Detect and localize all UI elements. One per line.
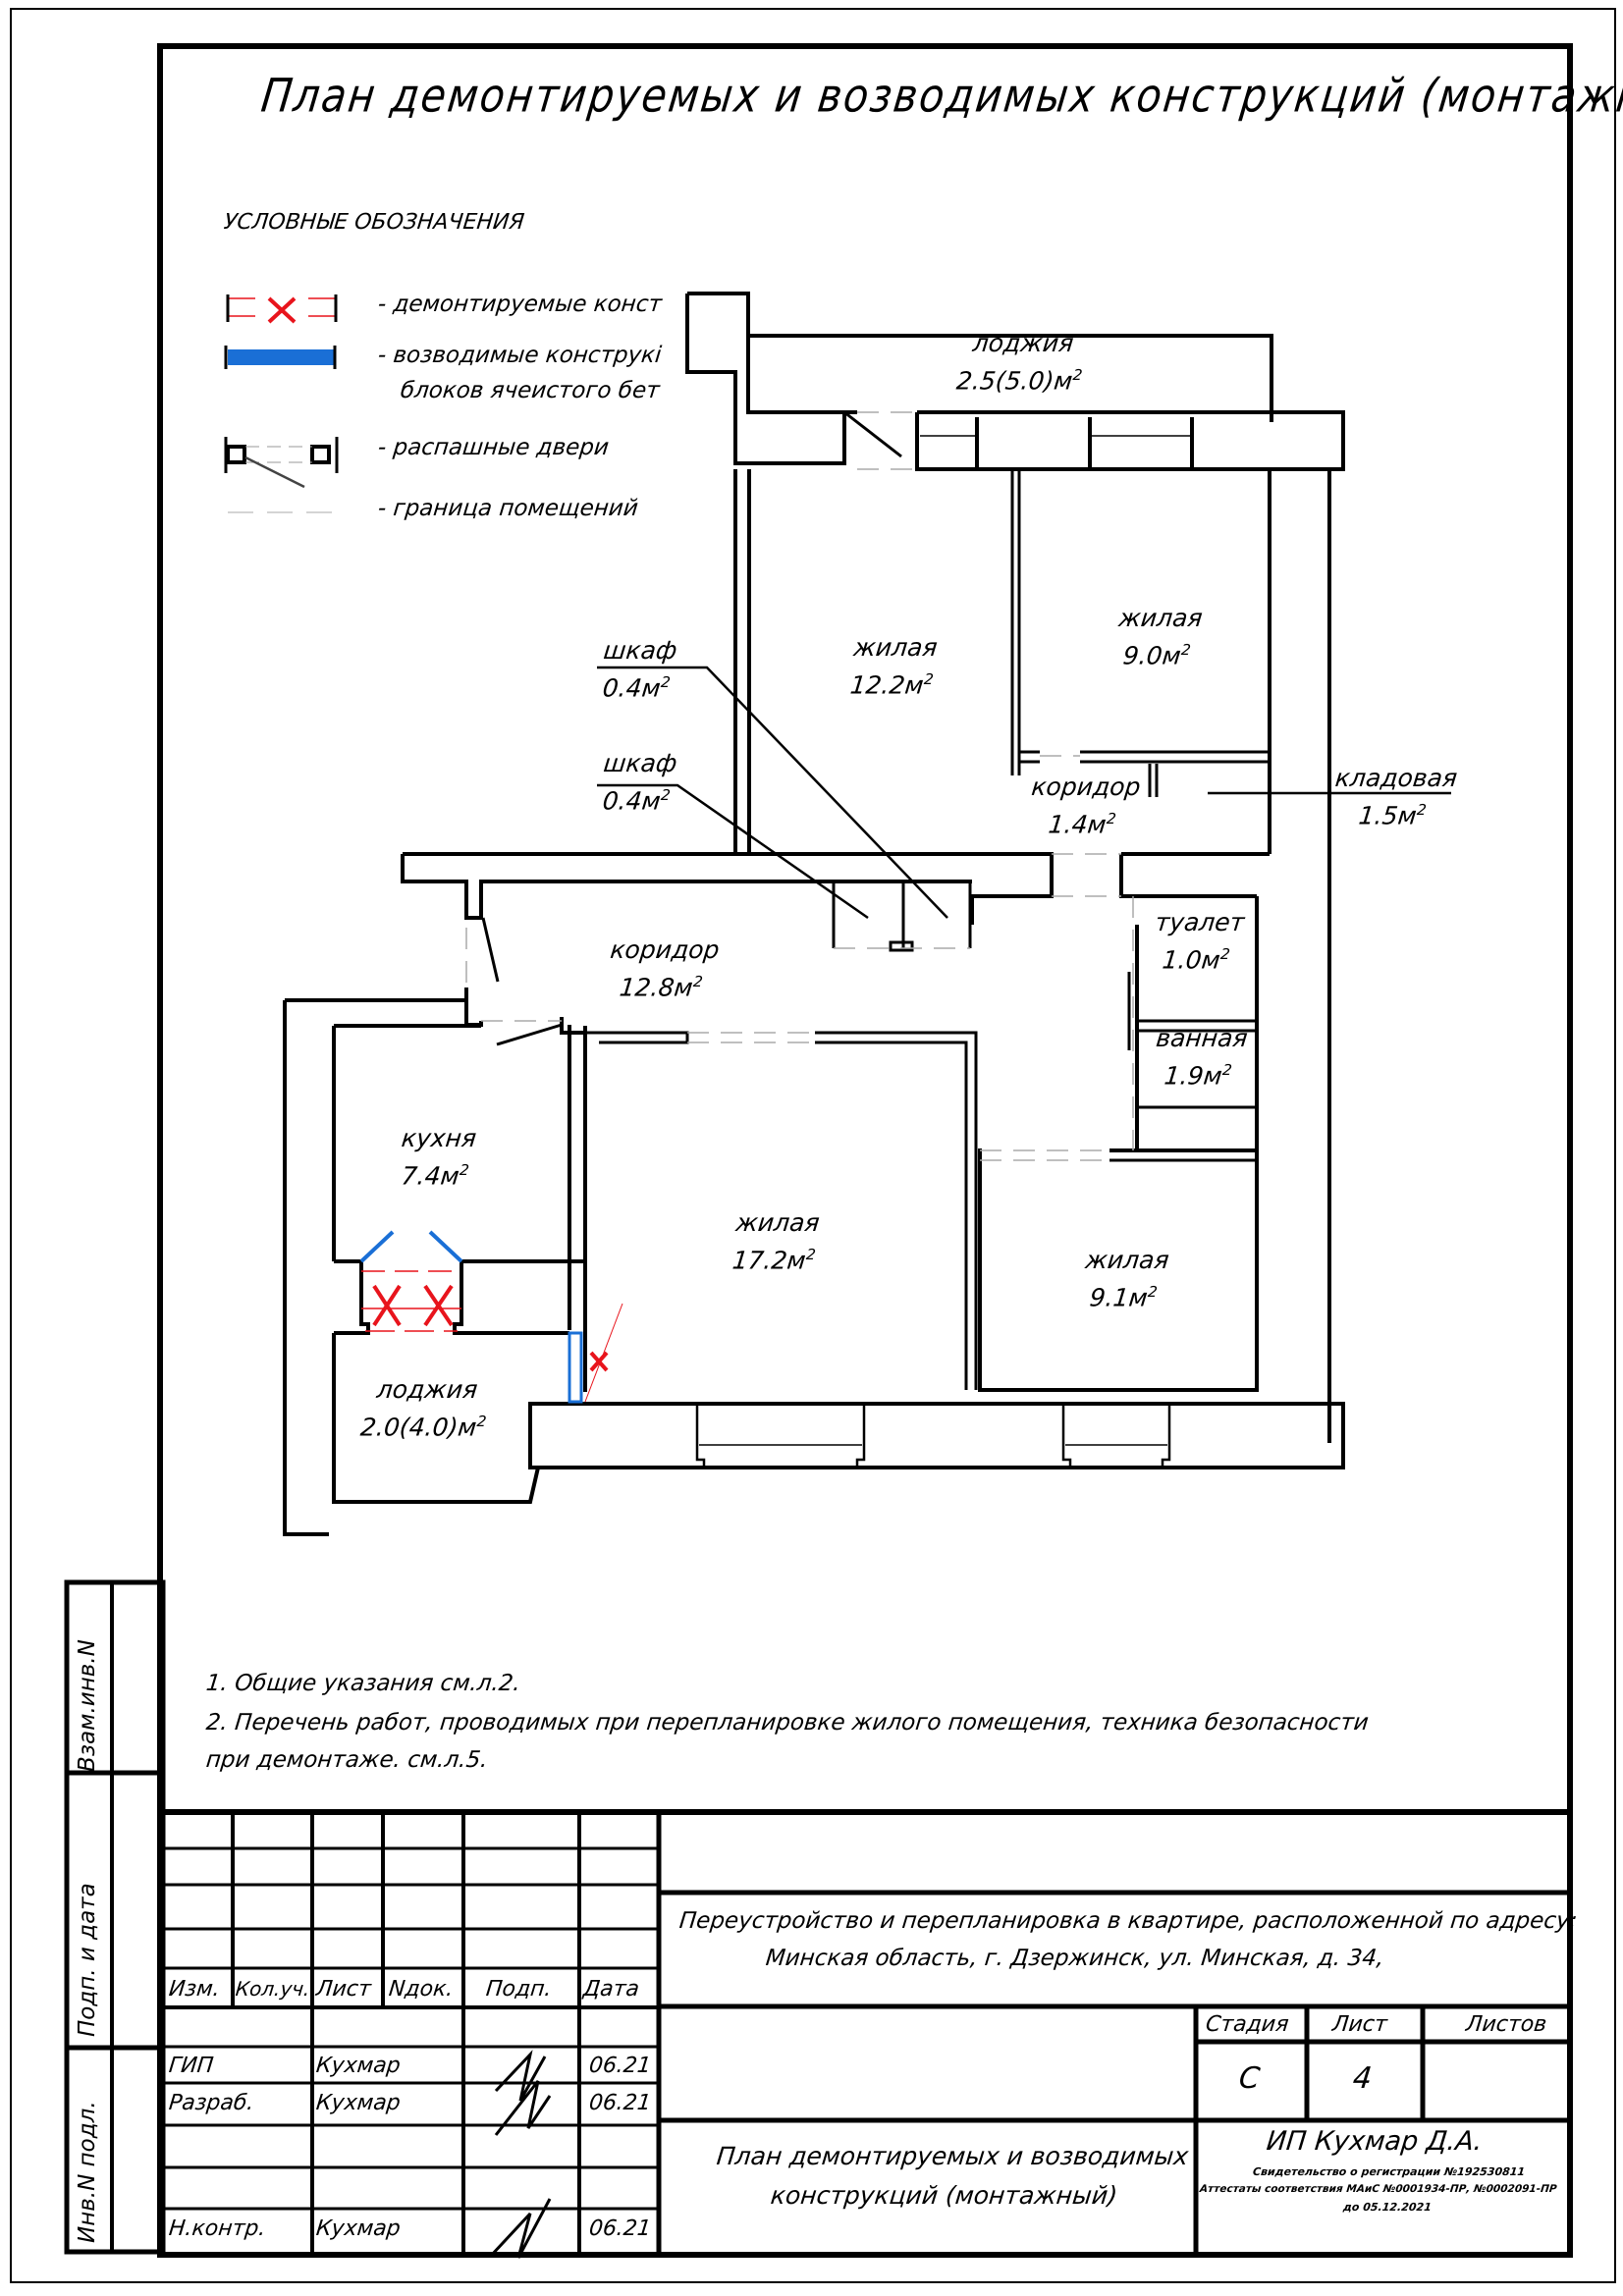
tb-cert-attestation: Аттестаты соответствия МАиС №0001934-ПР,…	[1199, 2183, 1558, 2195]
tb-header-date: Дата	[581, 1977, 641, 2002]
tb-role-nkontr: Н.контр.	[167, 2216, 267, 2241]
tb-role-razrab: Разраб.	[167, 2091, 255, 2115]
tb-sheet-value: 4	[1351, 2061, 1374, 2096]
tb-role-gip: ГИП	[167, 2054, 215, 2078]
tb-company: ИП Кухмар Д.А.	[1265, 2126, 1485, 2157]
door-swings	[481, 410, 902, 1046]
leader-lines	[597, 666, 1451, 920]
new-wall-icon	[224, 346, 337, 369]
tb-header-izm: Изм.	[167, 1977, 222, 2002]
tb-drawing-title-2: конструкций (монтажный)	[769, 2181, 1119, 2210]
walls	[283, 292, 1345, 1536]
tb-stage-label: Стадия	[1204, 2012, 1290, 2037]
tb-name-razrab: Кухмар	[314, 2091, 403, 2115]
stamp-sign-date: Подп. и дата	[75, 1883, 100, 2037]
tb-header-podp: Подп.	[484, 1977, 553, 2002]
stamp-inv-original: Инв.N подл.	[75, 2101, 100, 2243]
demolished-wall-icon	[226, 294, 338, 324]
tb-drawing-title-1: План демонтируемых и возводимых	[715, 2142, 1190, 2170]
tb-project-line1: Переустройство и перепланировка в кварти…	[677, 1908, 1579, 1934]
tb-name-nkontr: Кухмар	[314, 2216, 403, 2241]
note-2: 2. Перечень работ, проводимых при перепл…	[204, 1710, 1371, 1735]
tb-name-gip: Кухмар	[314, 2054, 403, 2078]
new-walls	[359, 1230, 583, 1404]
signature-marks	[489, 2050, 552, 2259]
tb-date-gip: 06.21	[587, 2054, 653, 2078]
tb-date-nkontr: 06.21	[587, 2216, 653, 2241]
tb-cert-registration: Свидетельство о регистрации №192530811	[1252, 2165, 1526, 2178]
legend-item-new: - возводимые конструкі	[376, 343, 663, 368]
tb-header-ndok: Nдок.	[387, 1977, 455, 2002]
tb-sheets-label: Листов	[1464, 2012, 1548, 2037]
title-block-grid	[64, 1579, 1567, 2255]
legend-item-door: - распашные двери	[376, 435, 611, 460]
tb-header-kol: Кол.уч.	[234, 1977, 311, 2001]
tb-stage-value: С	[1237, 2061, 1262, 2096]
tb-date-razrab: 06.21	[587, 2091, 653, 2115]
legend-item-demolished: - демонтируемые конст	[376, 292, 664, 317]
note-2-cont: при демонтаже. см.л.5.	[204, 1747, 490, 1773]
stamp-replace-inv: Взам.инв.N	[75, 1639, 100, 1772]
swing-door-icon	[224, 437, 339, 489]
tb-project-line2: Минская область, г. Дзержинск, ул. Минск…	[764, 1946, 1385, 1971]
tb-cert-valid-until: до 05.12.2021	[1342, 2201, 1433, 2214]
sheet-outer-border	[10, 8, 1616, 2283]
note-1: 1. Общие указания см.л.2.	[204, 1671, 522, 1696]
tb-sheet-label: Лист	[1330, 2012, 1389, 2037]
room-boundaries	[465, 411, 1134, 1161]
legend-item-new-line2: блоков ячеистого бет	[399, 378, 661, 403]
drawing-frame	[157, 43, 1573, 2258]
tb-header-list: Лист	[314, 1977, 373, 2002]
legend-item-boundary: - граница помещений	[376, 496, 640, 521]
demolished-walls	[361, 1270, 623, 1403]
